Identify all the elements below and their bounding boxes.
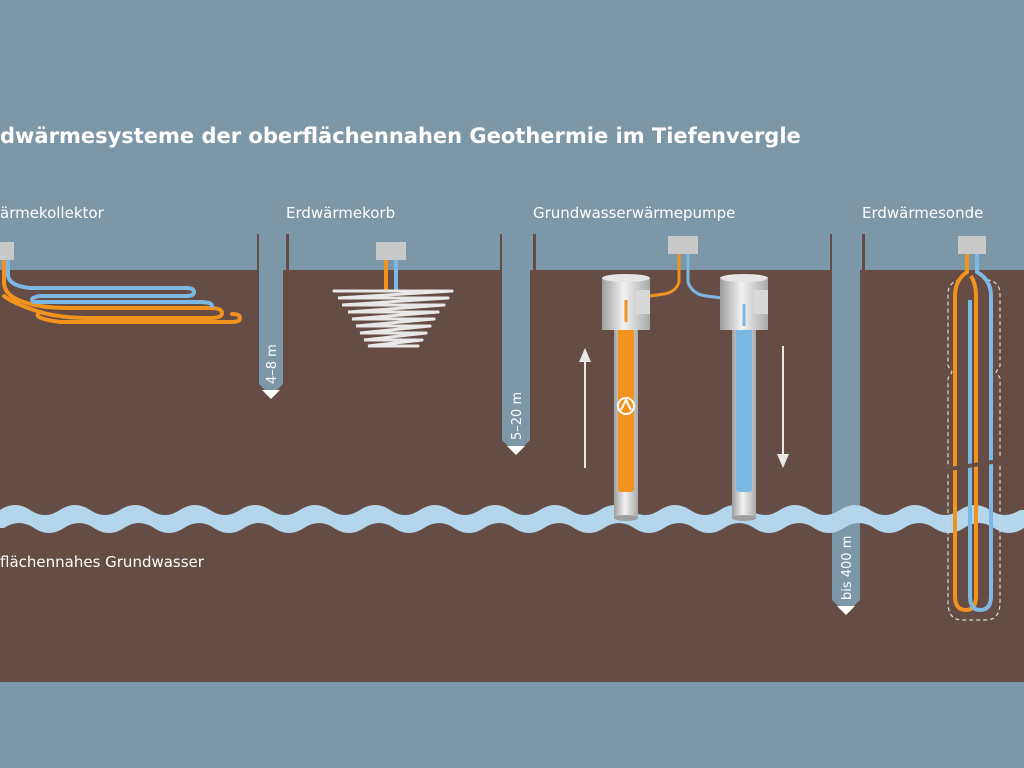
groundwater-label: flächennahes Grundwasser: [0, 553, 205, 571]
basket-coil: [332, 289, 454, 348]
probe-warm-loop: [953, 254, 978, 613]
extraction-water-column: [618, 322, 634, 492]
diagram-title: dwärmesysteme der oberflächennahen Geoth…: [0, 124, 801, 148]
heatpump-cold-link: [686, 254, 723, 300]
probe-break-mark: [944, 458, 1004, 472]
label-grundwasserwaermepumpe: Grundwasserwärmepumpe: [533, 204, 735, 222]
heatpump-warm-link: [649, 254, 681, 298]
heatpump-control-box: [668, 236, 698, 254]
basket-system: [332, 242, 454, 348]
basket-control-box: [376, 242, 406, 260]
pump-icon: [617, 397, 635, 415]
separator-2: [533, 234, 536, 270]
depth-label-4-8m: 4–8 m: [265, 344, 280, 384]
label-erdwaermesonde: Erdwärmesonde: [862, 204, 983, 222]
collector-control-box: [0, 242, 14, 260]
label-erdwaermekorb: Erdwärmekorb: [286, 204, 395, 222]
groundwater-heatpump-system: [579, 236, 789, 521]
collector-warm-loop: [35, 310, 243, 324]
flow-down-arrow: [777, 346, 789, 468]
depth-arrow-2: [507, 446, 525, 455]
probe-control-box: [958, 236, 986, 254]
probe-system: [944, 236, 1004, 621]
collector-system: [0, 242, 243, 324]
separator-3: [862, 234, 865, 270]
groundwater-band: [0, 505, 1024, 533]
depth-label-5-20m: 5–20 m: [510, 392, 525, 440]
collector-cold-pipe: [6, 260, 214, 308]
separator-1: [286, 234, 289, 270]
soil-ground: [0, 234, 1024, 682]
depth-arrow-3: [837, 606, 855, 615]
probe-cold-loop: [968, 254, 993, 613]
flow-up-arrow: [579, 348, 591, 468]
depth-label-bis-400m: bis 400 m: [840, 536, 855, 600]
injection-water-column: [736, 326, 752, 492]
label-erdwaermekollektor: ärmekollektor: [0, 204, 105, 222]
depth-arrow-1: [262, 390, 280, 399]
